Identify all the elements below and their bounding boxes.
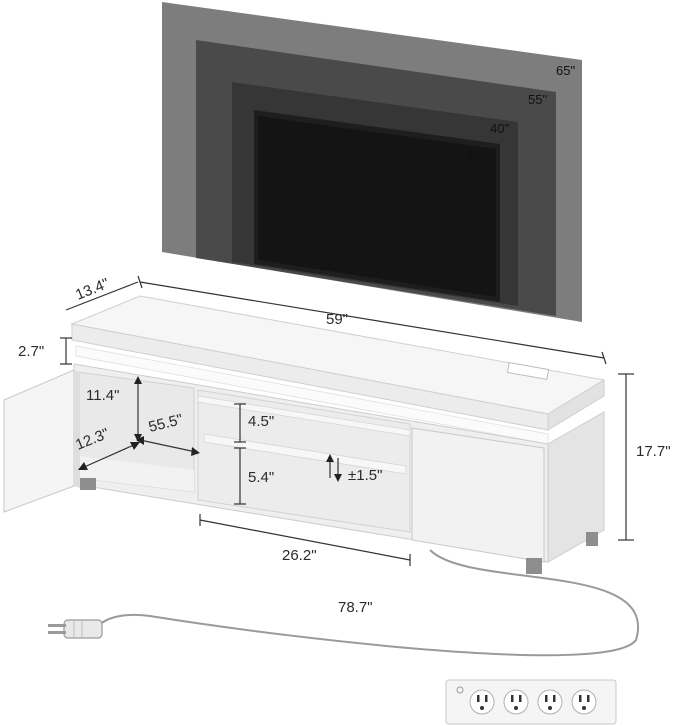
- adjust-arrows-icon: [326, 454, 342, 482]
- outlet-socket-icon: [537, 689, 563, 715]
- tv-32-label: 32": [466, 148, 485, 163]
- dimension-lines: [60, 275, 634, 566]
- tv-32-inner: [258, 116, 496, 297]
- right-cabinet-door: [411, 427, 545, 563]
- outlet-socket-icon: [571, 689, 597, 715]
- outlet-indicator-icon: [456, 686, 464, 694]
- stand-top-side: [547, 379, 605, 431]
- lower-shelf-label: 5.4": [248, 469, 274, 486]
- depth-dimension-line: [65, 281, 139, 311]
- upper-shelf-label: 4.5": [248, 413, 274, 430]
- top-power-port: [506, 362, 550, 380]
- top-thickness-label: 2.7": [18, 343, 44, 360]
- left-cabinet-door: [3, 369, 75, 513]
- outlet-strip: [445, 679, 617, 725]
- tv-size-comparison: 65" 55" 40" 32": [162, 2, 582, 322]
- cabinet-height-label: 11.4": [86, 387, 119, 404]
- width-dimension-line: [139, 281, 605, 359]
- stand-body-side: [547, 411, 605, 563]
- tv-40-label: 40": [490, 121, 509, 136]
- cabinet-width-line: [139, 439, 197, 453]
- upper-shelf: [203, 433, 407, 475]
- cord-line: [97, 549, 640, 657]
- left-cabinet-floor: [78, 456, 194, 492]
- outlet-socket-icon: [469, 689, 495, 715]
- tv-55-label: 55": [528, 92, 547, 107]
- outlet-socket-icon: [503, 689, 529, 715]
- power-cord: [48, 549, 640, 657]
- width-label: 59": [326, 311, 348, 328]
- outlet-sockets: [469, 689, 597, 715]
- cabinet-depth-line: [81, 443, 137, 469]
- tv-stand: [3, 295, 606, 574]
- middle-width-line: [199, 519, 411, 561]
- foot-front-right: [526, 558, 542, 574]
- shelf-adjust-label: ±1.5": [348, 467, 382, 484]
- outlet-strip-body: [445, 679, 617, 725]
- top-shelf-rail: [197, 395, 411, 437]
- foot-back-right: [586, 532, 598, 546]
- height-label: 17.7": [636, 443, 671, 460]
- tv-65-label: 65": [556, 63, 575, 78]
- cord-length-label: 78.7": [338, 599, 373, 616]
- plug-icon: [48, 619, 103, 639]
- left-door-edge: [74, 370, 80, 488]
- middle-width-label: 26.2": [282, 547, 317, 564]
- foot-left: [80, 478, 96, 490]
